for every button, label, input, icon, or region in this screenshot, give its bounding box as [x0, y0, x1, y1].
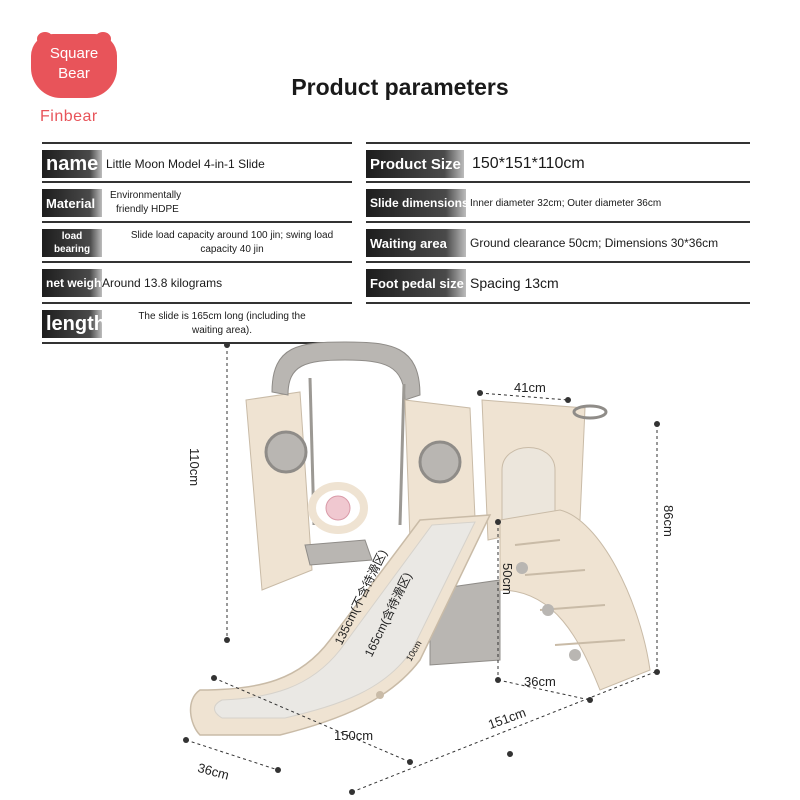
- logo-text: Square Bear: [31, 44, 117, 84]
- param-label: name: [42, 150, 102, 178]
- param-row-slide-dimensions: Slide dimensions Inner diameter 32cm; Ou…: [366, 181, 750, 223]
- param-value: Around 13.8 kilograms: [102, 276, 223, 290]
- brand-name: Finbear: [40, 108, 98, 125]
- param-label: net weight: [42, 269, 105, 297]
- dim-dot: [565, 397, 571, 403]
- swing-seat: [304, 539, 373, 566]
- param-label-line: load: [61, 231, 83, 242]
- param-row-load-bearing: load bearing Slide load capacity around …: [42, 221, 352, 263]
- basketball-hoop: [572, 404, 608, 420]
- wheel-center-badge: [325, 495, 351, 521]
- param-value: 150*151*110cm: [472, 155, 585, 172]
- left-side-panel: [245, 391, 313, 591]
- param-value-line: Slide load capacity around 100 jin; swin…: [130, 230, 334, 241]
- logo-badge: [31, 34, 117, 98]
- stair-bolt: [516, 562, 528, 574]
- brand-logo: Square Bear: [31, 32, 117, 98]
- dim-line-stair-depth: [497, 679, 591, 701]
- param-value: Ground clearance 50cm; Dimensions 30*36c…: [470, 236, 719, 250]
- param-value-line: waiting area).: [191, 325, 253, 336]
- page-title: Product parameters: [291, 74, 509, 100]
- param-value-line: friendly HDPE: [116, 204, 179, 215]
- tower-moon-window: [418, 440, 462, 484]
- dim-label-right-height: 86cm: [661, 505, 676, 537]
- param-value: Inner diameter 32cm; Outer diameter 36cm: [470, 197, 662, 209]
- param-row-net-weight: net weight Around 13.8 kilograms: [42, 261, 352, 303]
- dim-label-length-total: 150cm: [334, 728, 374, 743]
- param-label-line: bearing: [53, 244, 91, 255]
- param-row-length: length The slide is 165cm long (includin…: [42, 302, 352, 344]
- param-row-waiting-area: Waiting area Ground clearance 50cm; Dime…: [366, 221, 750, 263]
- dim-dot: [224, 637, 230, 643]
- dim-line-depth-total: [351, 671, 656, 793]
- param-value-line: Environmentally: [110, 190, 182, 201]
- param-value: Environmentally friendly HDPE: [110, 183, 181, 223]
- table-bottom-rule: [366, 302, 750, 304]
- stair-bolt: [569, 649, 581, 661]
- param-value-line: capacity 40 jin: [200, 244, 264, 255]
- param-label: Product Size: [366, 150, 464, 178]
- table-bottom-rule: [42, 342, 352, 344]
- param-value-line: The slide is 165cm long (including the: [138, 311, 306, 322]
- tower-arch-opening: [501, 447, 556, 521]
- stair-bolt: [542, 604, 554, 616]
- dim-dot: [407, 759, 413, 765]
- swing-arch: [271, 341, 421, 401]
- param-row-foot-pedal: Foot pedal size Spacing 13cm: [366, 261, 750, 303]
- dim-label-stair-depth: 36cm: [524, 674, 556, 689]
- stairs: [499, 509, 651, 691]
- swing-rope-right: [398, 383, 406, 526]
- dim-dot: [275, 767, 281, 773]
- param-label: Slide dimensions: [366, 189, 469, 217]
- slide-surface: [214, 521, 476, 719]
- dim-label-height-total: 110cm: [187, 448, 202, 487]
- param-row-name: name Little Moon Model 4-in-1 Slide: [42, 142, 352, 184]
- dim-dot: [183, 737, 189, 743]
- dim-dot: [587, 697, 593, 703]
- dim-dot: [495, 519, 501, 525]
- left-moon-window: [264, 430, 308, 474]
- param-row-product-size: Product Size 150*151*110cm: [366, 142, 750, 184]
- dim-line-slide-width: [185, 739, 279, 771]
- dim-dot: [495, 677, 501, 683]
- param-label: Waiting area: [366, 229, 466, 257]
- dim-dot: [654, 669, 660, 675]
- dim-dot: [211, 675, 217, 681]
- dimension-endpoints: [183, 342, 660, 795]
- param-label: Foot pedal size: [366, 269, 466, 297]
- param-label: Material: [42, 189, 102, 217]
- param-value: Little Moon Model 4-in-1 Slide: [106, 157, 265, 171]
- param-label: load bearing: [42, 229, 102, 257]
- dim-dot: [507, 751, 513, 757]
- dim-label-top-width: 41cm: [514, 380, 546, 395]
- stair-step: [514, 539, 561, 546]
- dim-dot: [654, 421, 660, 427]
- dim-dot: [224, 342, 230, 348]
- slide-bolt: [376, 691, 384, 699]
- param-value: The slide is 165cm long (including the w…: [112, 304, 332, 344]
- param-label: length: [42, 310, 106, 338]
- dim-dot: [477, 390, 483, 396]
- dim-dot: [349, 789, 355, 795]
- stair-step: [554, 639, 626, 646]
- dim-label-platform-height: 50cm: [500, 563, 515, 595]
- logo-line-1: Square: [49, 45, 99, 62]
- dimension-lines: [185, 345, 658, 793]
- stair-step: [524, 569, 586, 576]
- param-row-material: Material Environmentally friendly HDPE: [42, 181, 352, 223]
- logo-line-2: Bear: [58, 65, 90, 82]
- dim-line-top-width: [479, 392, 569, 401]
- steering-wheel: [308, 482, 368, 534]
- param-value: Slide load capacity around 100 jin; swin…: [112, 223, 352, 263]
- param-value: Spacing 13cm: [470, 275, 559, 291]
